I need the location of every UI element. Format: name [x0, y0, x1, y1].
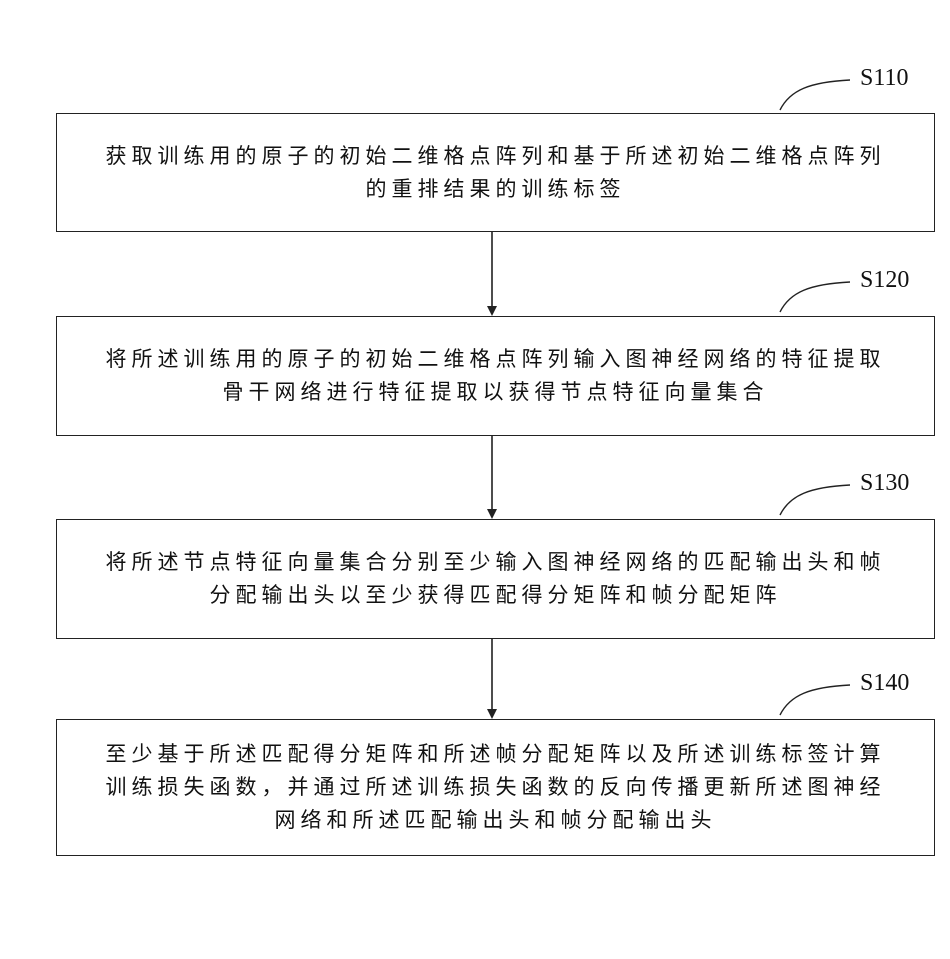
leader-s140 — [780, 685, 850, 715]
step-label-s120: S120 — [860, 267, 909, 294]
step-text-s110: 获取训练用的原子的初始二维格点阵列和基于所述初始二维格点阵列 的重排结果的训练标… — [66, 140, 926, 206]
step-label-s110: S110 — [860, 65, 908, 92]
step-box-s110: 获取训练用的原子的初始二维格点阵列和基于所述初始二维格点阵列 的重排结果的训练标… — [56, 113, 935, 232]
step-box-s120: 将所述训练用的原子的初始二维格点阵列输入图神经网络的特征提取 骨干网络进行特征提… — [56, 316, 935, 436]
step-label-s130: S130 — [860, 470, 909, 497]
leader-s120 — [780, 282, 850, 312]
step-box-s130: 将所述节点特征向量集合分别至少输入图神经网络的匹配输出头和帧 分配输出头以至少获… — [56, 519, 935, 639]
step-box-s140: 至少基于所述匹配得分矩阵和所述帧分配矩阵以及所述训练标签计算 训练损失函数，并通… — [56, 719, 935, 856]
leader-s130 — [780, 485, 850, 515]
step-text-s140: 至少基于所述匹配得分矩阵和所述帧分配矩阵以及所述训练标签计算 训练损失函数，并通… — [66, 738, 926, 837]
step-text-s130: 将所述节点特征向量集合分别至少输入图神经网络的匹配输出头和帧 分配输出头以至少获… — [66, 546, 926, 612]
step-label-s140: S140 — [860, 670, 909, 697]
step-text-s120: 将所述训练用的原子的初始二维格点阵列输入图神经网络的特征提取 骨干网络进行特征提… — [66, 343, 926, 409]
leader-s110 — [780, 80, 850, 110]
